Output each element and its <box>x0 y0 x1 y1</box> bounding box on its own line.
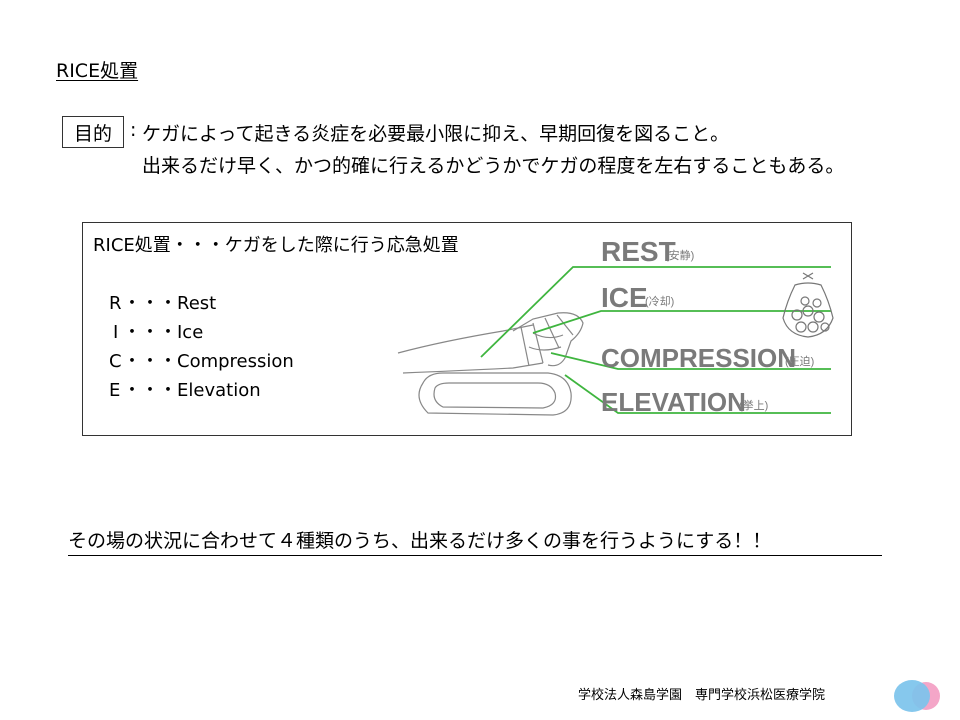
purpose-colon: : <box>130 119 137 141</box>
rice-sep: ・・・ <box>123 322 177 343</box>
label-ice-note: (冷却) <box>645 295 674 308</box>
label-compression: COMPRESSION <box>601 343 796 373</box>
label-rest-note: (安静) <box>665 248 694 262</box>
leg-drawing <box>397 312 584 374</box>
organization-name: 学校法人森島学園 専門学校浜松医療学院 <box>578 688 826 703</box>
rice-letter: I <box>113 322 119 343</box>
label-elevation: ELEVATION <box>601 387 746 417</box>
rice-sep: ・・・ <box>123 293 177 314</box>
list-item: E ・・・ Elevation <box>109 376 294 405</box>
label-rest: REST <box>601 236 676 267</box>
rice-word: Rest <box>177 293 217 314</box>
list-item: I ・・・ Ice <box>109 318 294 347</box>
rice-panel: RICE処置・・・ケガをした際に行う応急処置 R ・・・ Rest I ・・・ … <box>82 222 852 436</box>
label-elevation-note: (挙上) <box>739 399 768 412</box>
purpose-line-2: 出来るだけ早く、かつ的確に行えるかどうかでケガの程度を左右することもある。 <box>142 155 845 177</box>
rice-word: Ice <box>177 322 204 343</box>
rice-sep: ・・・ <box>123 351 177 372</box>
list-item: C ・・・ Compression <box>109 347 294 376</box>
list-item: R ・・・ Rest <box>109 289 294 318</box>
school-logo-icon <box>894 680 940 712</box>
purpose-label: 目的 <box>73 122 112 145</box>
purpose-line-1: ケガによって起きる炎症を必要最小限に抑え、早期回復を図ること。 <box>142 123 730 145</box>
page-title: RICE処置 <box>56 60 139 82</box>
label-ice: ICE <box>601 282 648 313</box>
rice-letter: R <box>109 293 122 314</box>
ice-bag-icon <box>782 272 834 338</box>
panel-heading: RICE処置・・・ケガをした際に行う応急処置 <box>93 235 459 256</box>
rice-word: Elevation <box>177 380 261 401</box>
rice-sep: ・・・ <box>123 380 177 401</box>
guide-lines <box>480 266 831 414</box>
rice-list: R ・・・ Rest I ・・・ Ice C ・・・ Compression E… <box>109 289 294 405</box>
rice-illustration: REST (安静) ICE (冷却) COMPRESSION (圧迫) ELEV… <box>397 236 834 417</box>
rice-word: Compression <box>177 351 294 372</box>
footer-note: その場の状況に合わせて４種類のうち、出来るだけ多くの事を行うようにする！！ <box>68 526 882 556</box>
rice-letter: C <box>109 351 122 372</box>
purpose-label-box: 目的 <box>62 116 124 148</box>
label-compression-note: (圧迫) <box>785 354 814 368</box>
rice-letter: E <box>109 380 121 401</box>
pillow-drawing <box>418 372 572 416</box>
